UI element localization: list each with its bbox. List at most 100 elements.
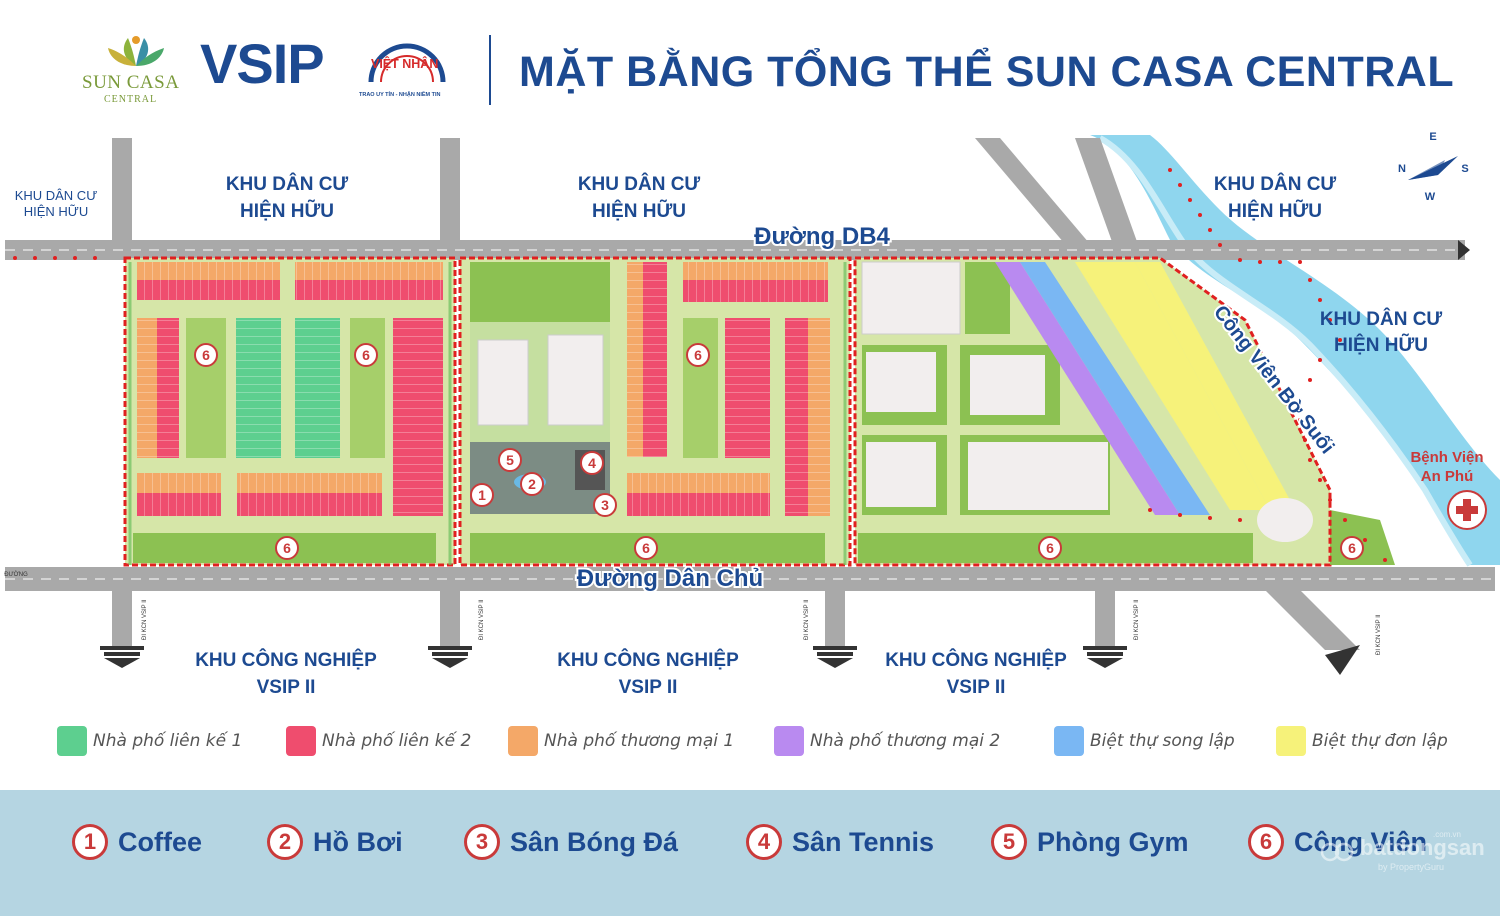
marker-6b[interactable]: 6 [354, 343, 378, 367]
vietnhan-name: VIỆT NHÂN [371, 57, 439, 71]
legend-label: Biệt thự song lập [1090, 731, 1235, 751]
lot-shophouse-2 [995, 262, 1180, 515]
watermark-name: batdongsan [1360, 835, 1485, 860]
vietnhan-tagline: TRAO UY TÍN - NHẬN NIỀM TIN [359, 92, 441, 98]
kcn-tag-4: ĐI KCN VSIP II [1134, 599, 1140, 640]
lot-semi-detached-villa [1020, 262, 1210, 515]
amenity-number: 5 [991, 824, 1027, 860]
marker-6a[interactable]: 6 [194, 343, 218, 367]
legend-swatch [774, 726, 804, 756]
legend-label: Biệt thự đơn lập [1312, 731, 1448, 751]
diagonal-road-2 [1075, 138, 1140, 250]
compass-e: E [1429, 131, 1436, 143]
legend-item-townhouse-2: Nhà phố liên kế 2 [286, 725, 471, 757]
residential-1-line1: KHU DÂN CƯ [226, 173, 349, 195]
amenity-number: 3 [464, 824, 500, 860]
hospital-cross-icon [1447, 490, 1487, 530]
industrial-2-line2: VSIP II [619, 677, 678, 698]
residential-ne-line1: KHU DÂN CƯ [1214, 173, 1337, 195]
amenity-pool: 2 Hồ Bơi [267, 822, 403, 862]
svg-text:5: 5 [506, 452, 514, 468]
dotted-boundary [13, 168, 1387, 562]
amenity-bar: 1 Coffee 2 Hồ Bơi 3 Sân Bóng Đá 4 Sân Te… [0, 790, 1500, 916]
road-vertical-top-1 [112, 138, 132, 248]
amenity-label: Coffee [118, 826, 203, 857]
residential-e-line2: HIỆN HỮU [1334, 334, 1428, 356]
industrial-1-line2: VSIP II [257, 677, 316, 698]
residential-west-line1: KHU DÂN CƯ [15, 188, 98, 203]
legend-item-detached: Biệt thự đơn lập [1276, 725, 1448, 757]
svg-text:3: 3 [601, 497, 609, 513]
marker-4[interactable]: 4 [580, 451, 604, 475]
industrial-2-line1: KHU CÔNG NGHIỆP [557, 649, 739, 671]
svg-text:6: 6 [642, 540, 650, 556]
legend-swatch [508, 726, 538, 756]
legend-swatch [57, 726, 87, 756]
hospital-line1: Bệnh Viện [1410, 449, 1483, 466]
svg-text:6: 6 [1348, 540, 1356, 556]
marker-6c[interactable]: 6 [686, 343, 710, 367]
marker-6d[interactable]: 6 [275, 536, 299, 560]
amenity-tennis: 4 Sân Tennis [746, 822, 934, 862]
amenity-coffee: 1 Coffee [72, 822, 202, 862]
industrial-3-line1: KHU CÔNG NGHIỆP [885, 649, 1067, 671]
amenity-markers: 1 2 3 4 5 6 6 6 6 6 6 6 [194, 343, 1364, 560]
legend-item-townhouse-1: Nhà phố liên kế 1 [57, 725, 242, 757]
compass-icon: N E S W [1397, 131, 1469, 204]
road-db4-label: Đường DB4 [754, 223, 890, 250]
watermark-domain: .com.vn [1433, 830, 1462, 839]
arrow-down-icon [100, 645, 1360, 675]
marker-6e[interactable]: 6 [634, 536, 658, 560]
road-vertical-bottom-2 [440, 591, 460, 646]
road-vertical-bottom-1 [112, 591, 132, 646]
vietnhan-arc-icon [368, 43, 446, 83]
industrial-1-line1: KHU CÔNG NGHIỆP [195, 649, 377, 671]
legend-item-semi-detached: Biệt thự song lập [1054, 725, 1235, 757]
page-title: MẶT BẰNG TỔNG THỂ SUN CASA CENTRAL [519, 48, 1455, 96]
marker-6g[interactable]: 6 [1340, 536, 1364, 560]
legend-item-shophouse-2: Nhà phố thương mại 2 [774, 725, 1000, 757]
amenity-label: Công Viên [1294, 826, 1428, 857]
hospital-line2: An Phú [1421, 468, 1474, 485]
amenity-number: 2 [267, 824, 303, 860]
amenity-label: Sân Tennis [792, 826, 935, 857]
marker-6f[interactable]: 6 [1038, 536, 1062, 560]
kcn-tag-1: ĐI KCN VSIP II [142, 599, 148, 640]
legend-label: Nhà phố thương mại 2 [810, 731, 1001, 751]
residential-e-line1: KHU DÂN CƯ [1320, 308, 1443, 330]
amenity-label: Sân Bóng Đá [510, 826, 679, 857]
marker-3[interactable]: 3 [593, 493, 617, 517]
suncasa-sub: CENTRAL [104, 94, 158, 105]
legend-label: Nhà phố thương mại 1 [544, 731, 735, 751]
amenity-label: Hồ Bơi [313, 826, 403, 857]
legend-label: Nhà phố liên kế 2 [322, 731, 472, 751]
marker-5[interactable]: 5 [498, 448, 522, 472]
legend-swatch [286, 726, 316, 756]
amenity-label: Phòng Gym [1037, 826, 1189, 857]
legend: Nhà phố liên kế 1 Nhà phố liên kế 2 Nhà … [0, 712, 1500, 782]
diagonal-road-3 [1265, 590, 1360, 650]
watermark: batdongsan by PropertyGuru .com.vn [1320, 830, 1495, 879]
svg-text:6: 6 [283, 540, 291, 556]
residential-2-line2: HIỆN HỮU [592, 200, 686, 222]
map-canvas: KHU DÂN CƯ HIỆN HỮU KHU DÂN CƯ HIỆN HỮU … [0, 125, 1500, 710]
marker-2[interactable]: 2 [520, 472, 544, 496]
road-dan-chu-label: Đường Dân Chủ [577, 565, 763, 592]
residential-2-line1: KHU DÂN CƯ [578, 173, 701, 195]
road-vertical-bottom-3 [825, 591, 845, 646]
marker-1[interactable]: 1 [470, 483, 494, 507]
compass-w: W [1425, 191, 1436, 203]
kcn-tag-5: ĐI KCN VSIP II [1376, 614, 1382, 655]
amenity-number: 6 [1248, 824, 1284, 860]
legend-swatch [1276, 726, 1306, 756]
suncasa-name: SUN CASA [82, 72, 180, 93]
lotus-icon [108, 36, 164, 66]
watermark-logo-icon [1320, 842, 1354, 862]
diagonal-road-1 [975, 138, 1095, 250]
road-vertical-bottom-4 [1095, 591, 1115, 646]
road-west-tag: ĐƯỜNG [4, 571, 28, 578]
residential-west-line2: HIỆN HỮU [24, 204, 89, 219]
svg-text:6: 6 [362, 347, 370, 363]
header-separator [489, 35, 491, 105]
arrow-east-icon [1458, 240, 1470, 260]
